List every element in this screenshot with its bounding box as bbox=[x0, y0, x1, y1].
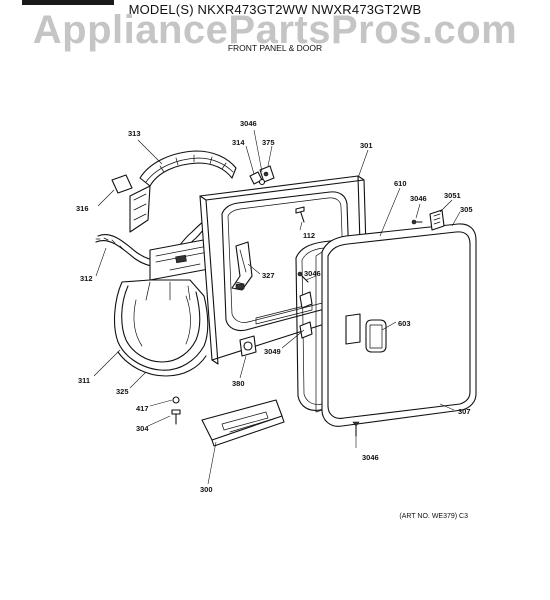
part-3049-hinge-block bbox=[299, 291, 313, 339]
art-number: (ART NO. WE379) C3 bbox=[399, 513, 468, 520]
callout-312: 312 bbox=[80, 274, 93, 283]
callout-417: 417 bbox=[136, 404, 149, 413]
callout-3046-mid: 3046 bbox=[304, 269, 321, 278]
part-112-screw bbox=[295, 206, 305, 223]
callout-307: 307 bbox=[458, 407, 471, 416]
callout-3046-right: 3046 bbox=[410, 194, 427, 203]
callout-112: 112 bbox=[303, 231, 315, 240]
model-line: MODEL(S) NKXR473GT2WW NWXR473GT2WB bbox=[128, 2, 422, 17]
callout-3049: 3049 bbox=[264, 347, 281, 356]
watermark: AppliancePartsPros.com bbox=[32, 8, 518, 52]
callout-325: 325 bbox=[116, 387, 129, 396]
callout-300: 300 bbox=[200, 485, 213, 494]
callout-314: 314 bbox=[232, 138, 245, 147]
part-304-screw bbox=[171, 409, 181, 425]
callout-610: 610 bbox=[394, 179, 407, 188]
callout-3051: 3051 bbox=[444, 191, 461, 200]
callout-375: 375 bbox=[262, 138, 275, 147]
callout-3046-bottom: 3046 bbox=[362, 453, 379, 462]
part-3046-screw-top bbox=[258, 178, 266, 186]
callout-313: 313 bbox=[128, 129, 141, 138]
callout-301: 301 bbox=[360, 141, 373, 150]
callout-311: 311 bbox=[78, 376, 90, 385]
part-313-top-duct bbox=[139, 150, 237, 187]
part-lint-housing bbox=[149, 237, 215, 281]
part-3046-screw-right bbox=[411, 219, 423, 225]
part-duct-bracket bbox=[129, 185, 151, 233]
part-3046-screw-mid bbox=[297, 271, 309, 283]
callout-labels: 313 3046 314 375 301 610 3046 3051 305 3… bbox=[76, 119, 473, 494]
callout-380: 380 bbox=[232, 379, 245, 388]
section-title: FRONT PANEL & DOOR bbox=[227, 43, 323, 53]
part-380-switch bbox=[239, 335, 257, 357]
part-316-filter bbox=[111, 174, 133, 194]
callout-327: 327 bbox=[262, 271, 275, 280]
leader-lines bbox=[93, 129, 461, 485]
part-375-switch bbox=[259, 165, 275, 183]
part-325-gasket bbox=[117, 351, 207, 377]
part-300-toe-panel bbox=[201, 399, 285, 447]
header-black-tab bbox=[22, 0, 114, 5]
part-311-lint-duct bbox=[113, 279, 209, 371]
callout-316: 316 bbox=[76, 204, 89, 213]
part-3046-screw-bottom bbox=[352, 421, 360, 437]
callout-603: 603 bbox=[398, 319, 411, 328]
callout-3046-top: 3046 bbox=[240, 119, 257, 128]
part-307-door bbox=[315, 223, 477, 427]
part-3051-strike bbox=[429, 209, 445, 231]
part-603-handle bbox=[345, 313, 387, 353]
part-327-hinge bbox=[231, 241, 253, 291]
callout-304: 304 bbox=[136, 424, 149, 433]
part-417-clip bbox=[172, 396, 180, 404]
callout-305: 305 bbox=[460, 205, 473, 214]
